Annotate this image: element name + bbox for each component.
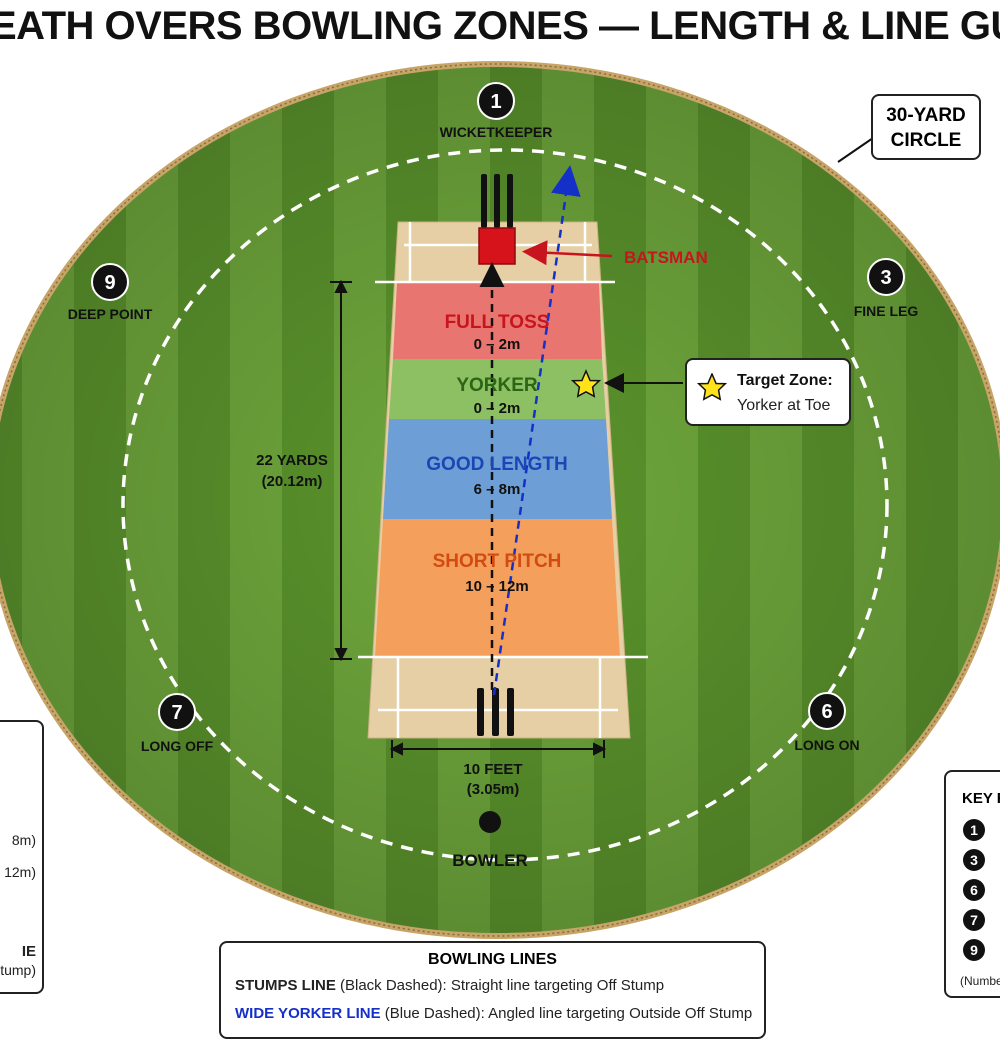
batsman-marker	[478, 227, 516, 265]
left-legend-line2: 12m)	[4, 864, 36, 880]
key-number-1: 1	[963, 819, 985, 841]
fielder-number: 6	[821, 701, 832, 723]
fielder-name: LONG ON	[794, 737, 859, 753]
fielder-name: WICKETKEEPER	[440, 124, 553, 140]
zone-label-good-length: GOOD LENGTH	[426, 454, 567, 475]
pitch-length-label: 22 YARDS	[256, 452, 328, 469]
wide-yorker-legend-row: WIDE YORKER LINE (Blue Dashed): Angled l…	[235, 1005, 752, 1022]
key-number-9: 9	[963, 939, 985, 961]
fielder-number: 7	[171, 702, 182, 724]
key-note: (Numbe	[960, 974, 1000, 988]
zone-label-full-toss: FULL TOSS	[445, 312, 550, 333]
zone-range-yorker: 0 – 2m	[474, 400, 521, 417]
target-zone-subtitle: Yorker at Toe	[737, 397, 831, 414]
fielder-9: 9 DEEP POINT	[68, 263, 153, 322]
wide-yorker-line-name: WIDE YORKER LINE	[235, 1005, 381, 1022]
fielder-number: 1	[490, 91, 501, 113]
target-zone-title: Target Zone:	[737, 372, 833, 389]
zone-range-good-length: 6 – 8m	[474, 481, 521, 498]
zone-range-short-pitch: 10 – 12m	[465, 578, 528, 595]
batsman-pointer-arrow	[522, 240, 613, 266]
thirty-yard-circle	[121, 148, 889, 862]
zone-short-pitch	[375, 519, 620, 657]
circle-label-pointer	[837, 137, 874, 163]
bowler-label: BOWLER	[452, 851, 528, 870]
key-number-6: 6	[963, 879, 985, 901]
pitch-width-dimension	[389, 740, 607, 758]
fielder-3: 3 FINE LEG	[854, 258, 919, 319]
zone-yorker	[389, 359, 606, 419]
left-legend-line3: IE	[21, 943, 36, 960]
thirty-yard-circle-callout: 30-YARD CIRCLE	[871, 94, 981, 160]
key-number-7: 7	[963, 909, 985, 931]
zone-label-yorker: YORKER	[456, 375, 538, 396]
left-legend-line1: 8m)	[11, 832, 36, 848]
wide-yorker-line-desc: (Blue Dashed): Angled line targeting Out…	[380, 1005, 753, 1022]
target-star-icon	[570, 369, 602, 398]
target-zone-callout: Target Zone: Yorker at Toe	[685, 358, 851, 426]
zone-good-length	[383, 419, 612, 519]
fielder-name: DEEP POINT	[68, 306, 153, 322]
key-header: KEY F	[962, 790, 1000, 807]
zone-range-full-toss: 0 – 2m	[474, 336, 521, 353]
left-legend-panel: 8m) 12m) IE tump)	[0, 720, 44, 994]
bowler-marker	[479, 811, 501, 833]
stumps-line-name: STUMPS LINE	[235, 977, 336, 994]
key-number-3: 3	[963, 849, 985, 871]
fielder-key-panel: KEY F 1 3 6 7 9 (Numbe	[944, 770, 1000, 998]
circle-label-line1: 30-YARD	[886, 105, 966, 126]
stumps-bowling-end	[477, 688, 514, 736]
wide-yorker-line	[492, 165, 581, 696]
pitch-width-label: 10 FEET	[463, 761, 522, 778]
stumps-line-desc: (Black Dashed): Straight line targeting …	[335, 977, 665, 994]
fielder-1: 1 WICKETKEEPER	[440, 82, 553, 140]
fielder-6: 6 LONG ON	[794, 692, 860, 753]
fielder-number: 3	[880, 267, 891, 289]
bowling-lines-header: BOWLING LINES	[428, 951, 557, 968]
pitch-length-metric: (20.12m)	[262, 473, 323, 490]
stumps-line-legend-row: STUMPS LINE (Black Dashed): Straight lin…	[235, 977, 664, 994]
left-legend-line4: tump)	[0, 962, 36, 978]
batsman-label: BATSMAN	[624, 248, 708, 267]
fielder-name: FINE LEG	[854, 303, 919, 319]
pitch-width-metric: (3.05m)	[467, 781, 520, 798]
circle-label-line2: CIRCLE	[890, 130, 962, 151]
page-title: EATH OVERS BOWLING ZONES — LENGTH & LINE…	[0, 4, 1000, 48]
star-icon	[697, 373, 727, 401]
fielder-name: LONG OFF	[141, 738, 214, 754]
pitch-length-dimension	[330, 279, 352, 662]
boundary-rope	[0, 61, 1000, 939]
stumps-batting-end	[481, 174, 513, 228]
fielder-7: 7 LONG OFF	[141, 693, 214, 754]
bowling-lines-legend: BOWLING LINES STUMPS LINE (Black Dashed)…	[219, 941, 766, 1039]
fielder-number: 9	[104, 272, 115, 294]
zone-label-short-pitch: SHORT PITCH	[433, 551, 562, 572]
